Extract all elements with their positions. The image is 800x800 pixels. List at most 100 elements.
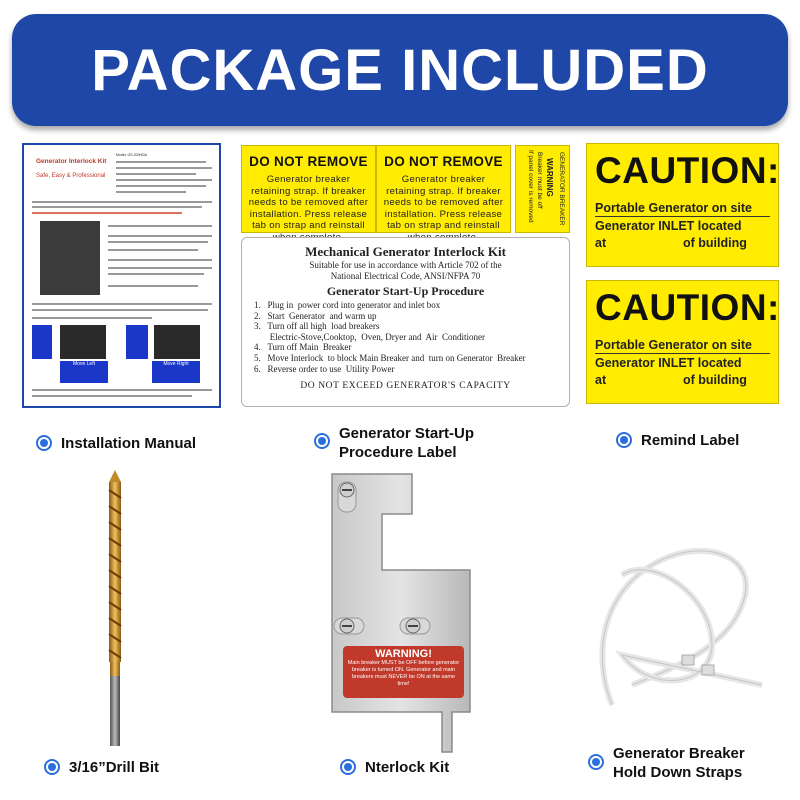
do-not-remove-body: Generator breaker retaining strap. If br… <box>383 174 504 243</box>
move-left-text: Move Left <box>73 361 95 367</box>
manual-text-line <box>116 167 212 169</box>
procedure-subtitle: Suitable for use in accordance with Arti… <box>242 260 569 282</box>
do-not-remove-body: Generator breaker retaining strap. If br… <box>248 174 369 243</box>
caption-installation-manual: Installation Manual <box>36 434 196 453</box>
interlock-plate-image <box>331 473 471 753</box>
warning-label-heading: WARNING <box>545 158 554 197</box>
manual-text-line <box>108 259 212 261</box>
bullet-icon <box>588 754 604 770</box>
caution-line-2: Generator INLET located <box>595 356 742 370</box>
warning-label-line1: Breaker must be off <box>536 152 543 209</box>
manual-diagram <box>126 325 148 359</box>
drill-bit-image <box>108 470 122 746</box>
procedure-label: Mechanical Generator Interlock Kit Suita… <box>241 237 570 407</box>
move-right-text: Move Right <box>163 361 189 367</box>
caution-line-1: Portable Generator on site <box>595 338 752 352</box>
procedure-subtitle-line2: National Electrical Code, ANSI/NFPA 70 <box>330 271 481 281</box>
caption-text: Procedure Label <box>339 444 457 461</box>
bullet-icon <box>314 433 330 449</box>
manual-text-line <box>108 273 204 275</box>
manual-text-line <box>116 191 186 193</box>
procedure-step: 3. Turn off all high load breakers <box>254 321 380 332</box>
manual-title: Generator Interlock Kit <box>36 158 107 165</box>
move-right-caption: Move Right <box>152 361 200 383</box>
manual-text-line <box>32 206 202 208</box>
procedure-heading: Generator Start-Up Procedure <box>326 284 485 298</box>
plate-warning-sticker: WARNING! Main breaker MUST be OFF before… <box>343 646 464 698</box>
manual-text-line <box>108 267 212 269</box>
manual-diagram <box>32 325 52 359</box>
procedure-step: 2. Start Generator and warm up <box>254 310 377 321</box>
warning-label-line2: If panel cover is removed <box>527 150 534 223</box>
do-not-remove-heading: DO NOT REMOVE <box>249 154 368 169</box>
package-banner: PACKAGE INCLUDED <box>12 14 788 126</box>
caption-text: Generator Breaker <box>613 745 745 762</box>
caption-text: Generator Start-Up <box>339 425 475 442</box>
manual-text-line <box>116 179 212 181</box>
drill-spiral <box>108 489 122 659</box>
procedure-step: 6. Reverse order to use Utility Power <box>254 363 395 374</box>
procedure-title: Mechanical Generator Interlock Kit <box>305 244 506 259</box>
procedure-step: Electric-Stove,Cooktop, Oven, Dryer and … <box>254 331 485 342</box>
drill-shank <box>110 676 120 746</box>
caution-label: CAUTION: Portable Generator on site Gene… <box>586 280 779 404</box>
manual-text-line <box>108 235 212 237</box>
caption-remind-label: Remind Label <box>616 431 739 450</box>
installation-manual-image: Generator Interlock Kit Safe, Easy & Pro… <box>22 143 221 408</box>
procedure-subtitle-line1: Suitable for use in accordance with Arti… <box>309 260 502 270</box>
manual-text-line <box>116 185 206 187</box>
manual-text-line <box>32 395 192 397</box>
procedure-step: 5. Move Interlock to block Main Breaker … <box>254 352 526 363</box>
warning-label-title: GENERATOR BREAKER <box>558 152 565 226</box>
bullet-icon <box>340 759 356 775</box>
interlock-plate <box>331 473 471 753</box>
bullet-icon <box>616 432 632 448</box>
caution-line-2: Generator INLET located <box>595 219 742 233</box>
manual-diagram <box>154 325 200 359</box>
caption-drill-bit: 3/16”Drill Bit <box>44 758 159 777</box>
caution-at: at <box>595 236 607 250</box>
caution-divider <box>595 353 770 354</box>
do-not-remove-heading: DO NOT REMOVE <box>384 154 503 169</box>
caption-text: Installation Manual <box>61 435 197 452</box>
caution-of-building: of building <box>683 373 747 387</box>
panel-photo <box>40 221 100 295</box>
manual-text-line <box>108 249 198 251</box>
zip-tie <box>614 566 763 688</box>
manual-text-line <box>32 389 212 391</box>
caution-title: CAUTION: <box>595 150 780 191</box>
manual-text-line <box>32 309 208 311</box>
bullet-icon <box>44 759 60 775</box>
caution-label: CAUTION: Portable Generator on site Gene… <box>586 143 779 267</box>
manual-text-line <box>32 303 212 305</box>
caption-text: 3/16”Drill Bit <box>69 759 160 776</box>
zip-tie-head <box>701 664 715 676</box>
procedure-steps: 1. Plug in power cord into generator and… <box>254 300 526 374</box>
plate-warning-text: Main breaker MUST be OFF before generato… <box>347 660 460 687</box>
zip-tie-head <box>681 654 695 666</box>
caption-text: Nterlock Kit <box>365 759 450 776</box>
manual-text-line <box>32 317 152 319</box>
procedure-step: 1. Plug in power cord into generator and… <box>254 300 441 310</box>
drill-shank-gold <box>110 662 120 676</box>
manual-text-line <box>108 225 212 227</box>
caution-divider <box>595 216 770 217</box>
caution-at: at <box>595 373 607 387</box>
manual-diagram <box>60 325 106 359</box>
drill-tip <box>109 470 121 482</box>
generator-breaker-warning-label: GENERATOR BREAKER WARNING Breaker must b… <box>515 145 570 233</box>
manual-text-line <box>116 161 206 163</box>
bullet-icon <box>36 435 52 451</box>
hold-down-straps-image <box>599 548 763 707</box>
procedure-step: 4. Turn off Main Breaker <box>254 342 352 353</box>
manual-text-line <box>108 241 208 243</box>
caution-line-1: Portable Generator on site <box>595 201 752 215</box>
caption-interlock-kit: Nterlock Kit <box>340 758 449 777</box>
manual-text-line <box>108 285 198 287</box>
manual-model: Model: GS-200HDA <box>116 153 147 157</box>
caption-text: Hold Down Straps <box>613 764 743 781</box>
manual-subtitle: Safe, Easy & Professional <box>36 173 106 179</box>
do-not-remove-label: DO NOT REMOVE Generator breaker retainin… <box>241 145 376 243</box>
